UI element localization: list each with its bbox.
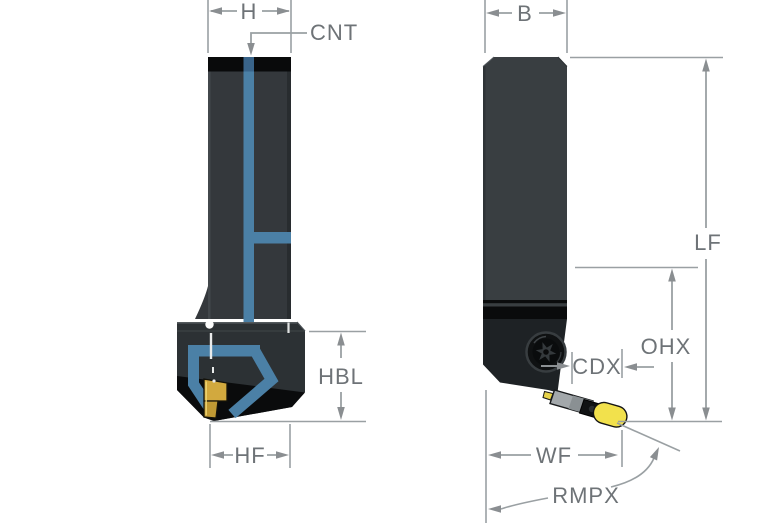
coolant-channel-band-overlay xyxy=(243,57,254,72)
arrow-down-icon xyxy=(337,407,345,420)
side-chamfer-right xyxy=(557,56,568,67)
dim-label-h: H xyxy=(241,0,258,24)
side-black-band xyxy=(483,306,567,319)
front-view: H CNT HBL HF xyxy=(177,0,366,468)
side-chamfer-left xyxy=(482,56,495,67)
arrow-left-icon xyxy=(486,9,499,17)
arrow-left-icon xyxy=(624,363,637,371)
dim-label-b: B xyxy=(517,1,533,26)
rmpx-arc-lower xyxy=(500,497,549,510)
coolant-channel-branch xyxy=(254,232,291,244)
side-body-upper xyxy=(483,57,567,319)
front-head-chamfer-edge xyxy=(296,321,306,332)
arrow-up-icon xyxy=(702,58,710,72)
arrow-right-icon xyxy=(553,9,566,17)
front-shank-body xyxy=(195,57,291,319)
coolant-channel-vertical xyxy=(243,57,254,353)
arrow-right-icon xyxy=(276,451,289,459)
dim-label-lf: LF xyxy=(694,230,722,255)
front-centerline-dot xyxy=(212,379,216,383)
arrow-left-icon xyxy=(488,505,501,513)
arrow-left-icon xyxy=(488,451,501,459)
side-body-left-shade xyxy=(483,66,486,300)
dim-label-cdx: CDX xyxy=(572,354,621,379)
arrow-down-icon xyxy=(702,407,710,421)
arrow-up-right-icon xyxy=(649,447,659,461)
side-thin-band xyxy=(483,300,567,304)
front-insert-top xyxy=(203,378,228,402)
dimension-hf: HF xyxy=(209,424,291,468)
arrow-up-icon xyxy=(668,268,676,282)
dimension-b: B xyxy=(484,0,568,53)
torx-screw-icon xyxy=(525,331,567,373)
front-hole-dot xyxy=(205,320,214,329)
coolant-head-bar xyxy=(188,345,260,357)
dimension-h: H xyxy=(207,0,292,53)
dimension-hbl: HBL xyxy=(210,330,366,423)
arrow-left-icon xyxy=(209,7,222,15)
arrow-right-icon xyxy=(277,7,290,15)
arrow-right-icon xyxy=(605,451,618,459)
arrow-right-icon xyxy=(557,362,570,370)
dim-label-rmpx: RMPX xyxy=(552,483,620,508)
front-insert xyxy=(203,378,228,419)
screw-glint-1 xyxy=(533,335,547,344)
dim-label-wf: WF xyxy=(536,443,572,468)
cnt-leader-line xyxy=(250,32,307,44)
front-shank-left-highlight xyxy=(208,71,211,319)
screw-glint-2 xyxy=(556,351,562,363)
side-insert-assembly xyxy=(542,389,628,428)
dimension-ohx: OHX xyxy=(575,266,698,421)
screw-center xyxy=(543,349,549,355)
dim-label-hf: HF xyxy=(234,443,265,468)
rmpx-arc-upper xyxy=(610,457,655,488)
dim-label-hbl: HBL xyxy=(318,364,364,389)
rmpx-slant-line xyxy=(616,422,681,452)
coolant-loop-right xyxy=(228,348,279,419)
dim-label-cnt: CNT xyxy=(310,20,358,45)
dim-label-ohx: OHX xyxy=(641,334,692,359)
arrow-down-icon xyxy=(247,43,255,56)
arrow-down-icon xyxy=(668,407,676,421)
side-view: B LF OHX CDX xyxy=(482,0,723,523)
dimension-lf: LF xyxy=(570,56,723,423)
angle-rmpx: RMPX xyxy=(488,422,681,513)
front-insert-foot xyxy=(203,400,219,419)
dimension-cdx: CDX xyxy=(541,349,654,384)
arrow-left-icon xyxy=(211,451,224,459)
front-shank-right-shade xyxy=(287,71,291,319)
leader-cnt: CNT xyxy=(247,20,358,56)
arrow-up-icon xyxy=(337,332,345,346)
dimension-wf: WF xyxy=(485,390,623,523)
